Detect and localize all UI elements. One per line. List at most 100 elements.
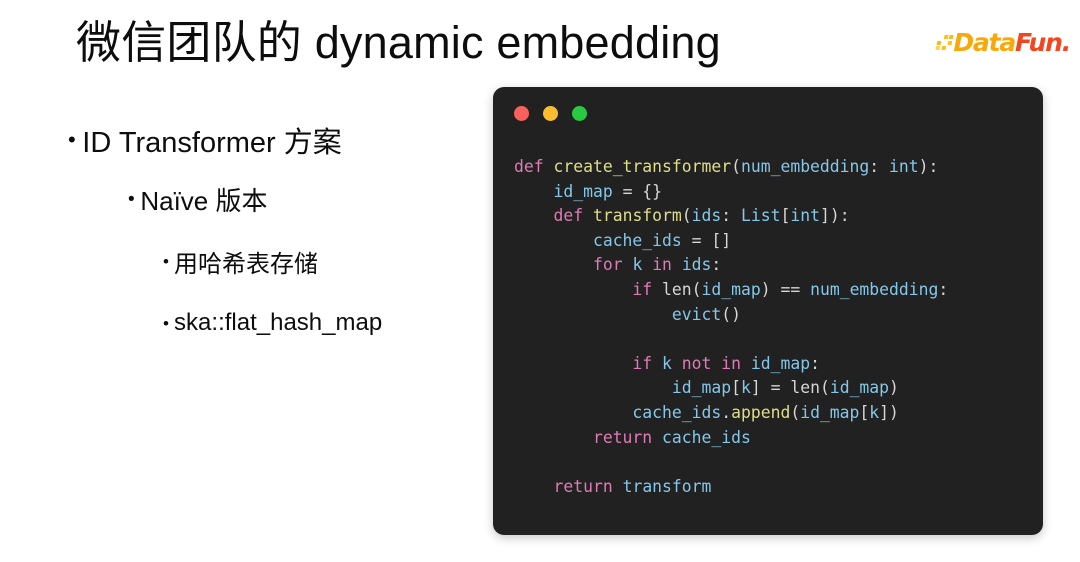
code-line: cache_ids.append(id_map[k]) (514, 401, 1033, 426)
code-token (514, 428, 593, 447)
code-token: id_map (750, 353, 811, 373)
code-token: id_map (671, 378, 732, 398)
code-token: def (514, 157, 544, 176)
bullet-list: •ID Transformer 方案•Naïve 版本•用哈希表存储•ska::… (0, 112, 470, 354)
bullet-dot-icon: • (128, 188, 135, 210)
code-token: k (869, 402, 880, 422)
logo-word-period: . (1061, 27, 1072, 57)
code-token: ids (691, 206, 722, 226)
list-item: •用哈希表存储 (0, 230, 470, 292)
code-token: cache_ids (632, 402, 722, 422)
bullet-text: ID Transformer 方案 (82, 127, 342, 159)
code-line: id_map[k] = len(id_map) (514, 376, 1033, 401)
code-token: evict (671, 304, 722, 324)
code-token: ( (790, 402, 801, 422)
code-window: def create_transformer(num_embedding: in… (493, 87, 1043, 535)
bullet-dot-icon: • (163, 313, 169, 333)
bullet-text: 用哈希表存储 (174, 250, 319, 278)
minimize-button-icon[interactable] (543, 106, 558, 121)
code-token (514, 354, 632, 373)
code-token (514, 280, 632, 299)
code-token (514, 378, 672, 397)
code-token (583, 206, 593, 225)
code-token: ) (889, 378, 899, 398)
code-token: ids (681, 255, 712, 275)
code-token: : (721, 206, 742, 226)
logo-dots-icon (935, 34, 954, 50)
code-token (613, 477, 623, 496)
list-item: •Naïve 版本 (0, 168, 470, 230)
code-token (652, 280, 662, 299)
code-token: id_map (553, 181, 613, 201)
code-token (514, 206, 553, 225)
code-token (741, 354, 751, 373)
code-token: ]) (879, 402, 899, 422)
code-token: in (652, 255, 672, 275)
code-token: ): (918, 157, 939, 176)
code-token: : (869, 157, 890, 176)
code-token: ) == (760, 279, 811, 299)
window-controls (514, 106, 587, 121)
code-token: id_map (800, 402, 860, 422)
code-line: if len(id_map) == num_embedding: (514, 278, 1033, 303)
code-token: num_embedding (810, 279, 939, 299)
code-token (652, 428, 662, 447)
code-token: transform (622, 476, 712, 496)
list-item: •ska::flat_hash_map (0, 292, 470, 354)
code-block: def create_transformer(num_embedding: in… (514, 155, 1033, 499)
code-token (672, 354, 682, 373)
code-token: len (790, 378, 820, 398)
code-token: ( (681, 206, 692, 226)
code-token (672, 255, 682, 274)
code-token (514, 305, 672, 324)
code-token (652, 354, 662, 373)
code-token (514, 477, 553, 496)
code-line: return transform (514, 475, 1033, 500)
code-token (711, 354, 721, 373)
code-token: ( (819, 378, 830, 398)
code-token: return (592, 427, 653, 447)
code-token: not (681, 353, 712, 373)
code-token: if (632, 353, 653, 373)
code-token: k (662, 353, 672, 373)
code-token: int (790, 206, 820, 226)
code-token: def (553, 206, 584, 226)
code-line: def create_transformer(num_embedding: in… (514, 155, 1033, 180)
code-token: create_transformer (553, 157, 732, 176)
code-token: ( (731, 157, 741, 176)
code-token: : (938, 279, 949, 299)
code-token: () (721, 304, 741, 324)
code-token: transform (592, 206, 682, 226)
code-token: [ (859, 402, 870, 422)
code-token: [ (780, 206, 791, 226)
code-line: return cache_ids (514, 426, 1033, 451)
code-token: len (662, 279, 692, 299)
logo-word-data: Data (953, 27, 1016, 57)
bullet-text: ska::flat_hash_map (174, 309, 383, 336)
bullet-text: Naïve 版本 (140, 185, 268, 216)
code-token (642, 255, 652, 274)
code-token: [ (731, 378, 741, 398)
code-line (514, 327, 1033, 352)
code-token: for (592, 255, 623, 275)
logo-word-fun: Fun (1015, 27, 1063, 57)
code-token: k (740, 378, 751, 398)
code-token: append (731, 402, 791, 422)
bullet-dot-icon: • (163, 251, 169, 271)
zoom-button-icon[interactable] (572, 106, 587, 121)
code-token: = [] (681, 230, 732, 250)
code-token: . (721, 402, 732, 422)
code-token: num_embedding (740, 157, 870, 176)
code-token: : (711, 255, 722, 275)
code-token: : (810, 353, 820, 373)
code-token: cache_ids (662, 427, 751, 447)
code-token: k (632, 255, 643, 275)
close-button-icon[interactable] (514, 106, 529, 121)
code-line: cache_ids = [] (514, 229, 1033, 254)
code-token (514, 403, 632, 422)
code-token (514, 231, 593, 250)
code-token: List (741, 206, 781, 226)
code-token: ]): (819, 206, 850, 226)
datafun-logo: DataFun. (935, 26, 1072, 58)
code-line: evict() (514, 303, 1033, 328)
